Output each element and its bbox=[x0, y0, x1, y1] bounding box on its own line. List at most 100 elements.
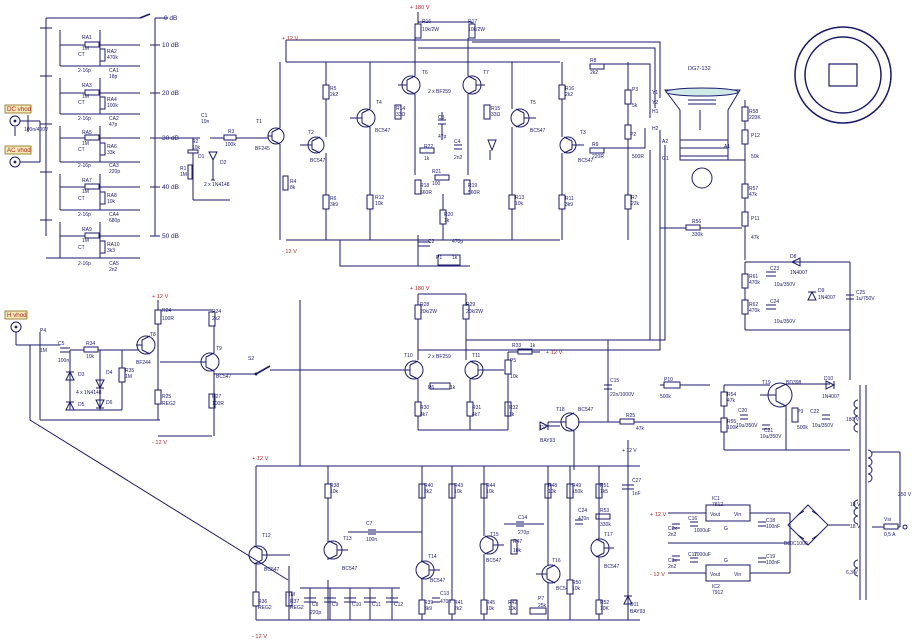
svg-text:R35: R35 bbox=[125, 368, 134, 374]
svg-text:1M: 1M bbox=[125, 374, 132, 380]
dc-input-connector[interactable] bbox=[9, 115, 21, 127]
svg-text:10k: 10k bbox=[508, 606, 517, 612]
switch-label-40db[interactable]: 40 dB bbox=[162, 184, 179, 191]
svg-text:D4: D4 bbox=[106, 370, 113, 376]
svg-text:1M: 1M bbox=[82, 94, 89, 100]
svg-text:T4: T4 bbox=[376, 100, 382, 106]
svg-text:1M: 1M bbox=[82, 46, 89, 52]
svg-text:R8: R8 bbox=[590, 58, 597, 64]
svg-text:330k: 330k bbox=[600, 522, 611, 528]
svg-text:47p: 47p bbox=[109, 122, 118, 128]
h-input-connector[interactable] bbox=[10, 321, 22, 333]
transistor-t1: T1 BF245 bbox=[255, 119, 285, 152]
svg-text:T16: T16 bbox=[552, 558, 561, 564]
svg-text:500k: 500k bbox=[660, 394, 671, 400]
svg-text:2n2: 2n2 bbox=[668, 532, 677, 538]
h-input-tag[interactable]: H vhod bbox=[4, 310, 28, 320]
svg-text:RA8: RA8 bbox=[107, 193, 117, 199]
svg-text:R7: R7 bbox=[631, 195, 638, 201]
svg-text:C15: C15 bbox=[610, 378, 619, 384]
svg-text:+ 12 V: + 12 V bbox=[152, 294, 169, 300]
transistor-t2: T2 BC547 bbox=[300, 130, 326, 164]
svg-text:R27: R27 bbox=[212, 394, 221, 400]
svg-text:1N4007: 1N4007 bbox=[790, 270, 808, 276]
svg-text:3k9: 3k9 bbox=[330, 202, 338, 208]
horizontal-input: P4 1M C5 100n R34 10k D3 D4 D5 D6 4 x 1N… bbox=[15, 294, 271, 446]
svg-text:C4: C4 bbox=[454, 139, 461, 145]
svg-text:100nF: 100nF bbox=[766, 524, 780, 530]
svg-text:Vin: Vin bbox=[734, 512, 741, 518]
svg-text:50k: 50k bbox=[751, 154, 760, 160]
svg-text:D1: D1 bbox=[198, 154, 205, 160]
switch-label-20db[interactable]: 20 dB bbox=[162, 90, 179, 97]
switch-label-0db[interactable]: 0 dB bbox=[164, 15, 177, 22]
svg-text:R29: R29 bbox=[466, 302, 475, 308]
svg-text:10u/350V: 10u/350V bbox=[774, 319, 796, 325]
svg-text:R25: R25 bbox=[626, 413, 635, 419]
switch-label-10db[interactable]: 10 dB bbox=[162, 42, 179, 49]
svg-text:C21: C21 bbox=[764, 428, 773, 434]
switch-label-50db[interactable]: 50 dB bbox=[162, 233, 179, 240]
svg-text:10k: 10k bbox=[192, 145, 201, 151]
svg-text:BC547: BC547 bbox=[578, 407, 594, 413]
svg-text:10k: 10k bbox=[515, 201, 524, 207]
transistor-t14: T14 BC547 bbox=[415, 554, 446, 584]
svg-text:R55: R55 bbox=[727, 419, 736, 425]
svg-text:2n2: 2n2 bbox=[109, 267, 118, 273]
svg-text:CA4: CA4 bbox=[109, 212, 119, 218]
sweep-generator: + 12 V - 12 V T12 BC547 R36 REG2 R37 REG… bbox=[29, 345, 645, 640]
svg-text:P2: P2 bbox=[630, 132, 636, 138]
svg-text:CT: CT bbox=[78, 147, 85, 153]
svg-text:R18: R18 bbox=[420, 183, 429, 189]
svg-text:220p: 220p bbox=[310, 610, 321, 616]
svg-text:100n: 100n bbox=[58, 358, 69, 364]
svg-text:T18: T18 bbox=[556, 407, 565, 413]
svg-text:560R: 560R bbox=[468, 190, 480, 196]
ac-input-connector[interactable] bbox=[9, 156, 21, 168]
svg-text:R54: R54 bbox=[727, 392, 736, 398]
svg-text:P4: P4 bbox=[40, 328, 46, 334]
svg-text:100n: 100n bbox=[366, 537, 377, 543]
svg-text:10k: 10k bbox=[513, 548, 522, 554]
svg-text:BC547: BC547 bbox=[310, 158, 326, 164]
svg-text:R14: R14 bbox=[396, 106, 405, 112]
ac-input-tag[interactable]: AC vhod bbox=[4, 145, 32, 155]
svg-text:C27: C27 bbox=[632, 478, 641, 484]
svg-text:10k: 10k bbox=[486, 489, 495, 495]
svg-text:RA5: RA5 bbox=[82, 130, 92, 136]
svg-text:P6: P6 bbox=[428, 385, 434, 391]
svg-text:R22: R22 bbox=[424, 144, 433, 150]
svg-text:10k: 10k bbox=[486, 606, 495, 612]
svg-text:P1: P1 bbox=[436, 255, 442, 261]
svg-text:R16: R16 bbox=[422, 19, 431, 25]
attenuator-row-2: RA3 1M RA4 100k CT 2-16p CA2 47p bbox=[59, 78, 140, 128]
svg-text:180 V: 180 V bbox=[846, 417, 860, 423]
svg-text:- 12 V: - 12 V bbox=[282, 249, 297, 255]
svg-text:G: G bbox=[724, 558, 728, 564]
svg-text:H2: H2 bbox=[652, 126, 659, 132]
svg-text:Vout: Vout bbox=[710, 572, 721, 578]
svg-text:RA7: RA7 bbox=[82, 178, 92, 184]
svg-text:R19: R19 bbox=[468, 183, 477, 189]
transistor-t7: T7 bbox=[462, 70, 489, 95]
svg-text:1M: 1M bbox=[288, 592, 295, 598]
svg-text:100k: 100k bbox=[225, 142, 236, 148]
svg-text:C18: C18 bbox=[766, 518, 775, 524]
svg-text:10k: 10k bbox=[510, 374, 519, 380]
svg-text:D5: D5 bbox=[78, 402, 85, 408]
dc-input-tag[interactable]: DC vhod bbox=[4, 104, 32, 114]
svg-text:3k3: 3k3 bbox=[107, 248, 115, 254]
svg-text:BC547: BC547 bbox=[430, 578, 446, 584]
svg-text:10n: 10n bbox=[201, 119, 210, 125]
svg-text:R49: R49 bbox=[572, 483, 581, 489]
svg-text:8k: 8k bbox=[290, 185, 296, 191]
svg-text:RA9: RA9 bbox=[82, 227, 92, 233]
svg-text:1k: 1k bbox=[530, 343, 536, 349]
svg-text:2 x BF259: 2 x BF259 bbox=[428, 89, 451, 95]
svg-text:T17: T17 bbox=[604, 532, 613, 538]
svg-text:2-16p: 2-16p bbox=[78, 116, 91, 122]
attenuator-row-4: RA7 1M RA8 10k CT 2-16p CA4 680p bbox=[59, 174, 140, 224]
svg-text:2n2: 2n2 bbox=[454, 155, 463, 161]
horizontal-output: + 180 V R28 20k/2W R29 20k/2W T10 T11 2 … bbox=[270, 130, 666, 431]
svg-text:A1: A1 bbox=[724, 144, 730, 150]
